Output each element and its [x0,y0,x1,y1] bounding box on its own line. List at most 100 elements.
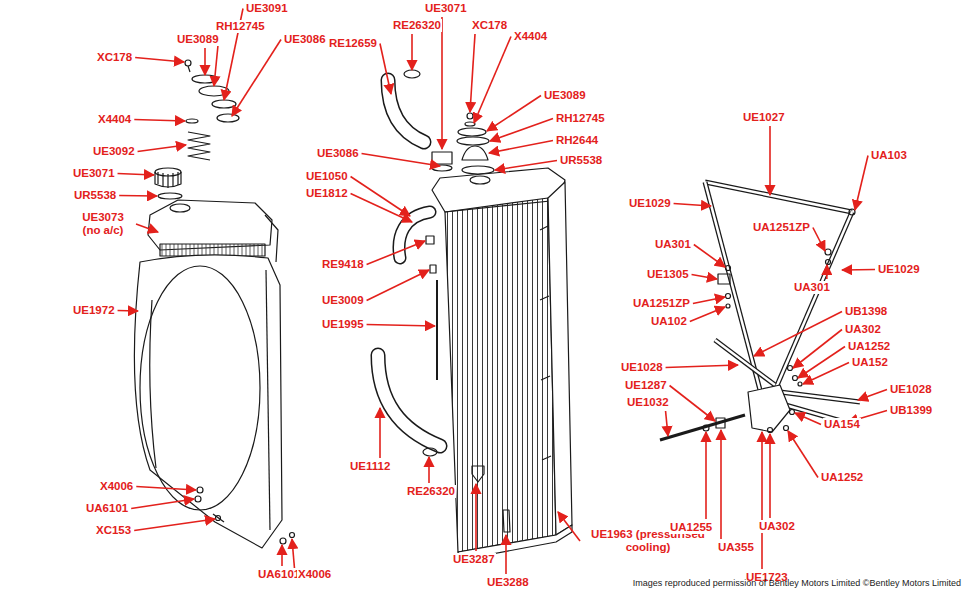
radiator-stays [705,182,760,390]
radiator-stays [726,294,731,299]
leader-arrow [134,519,215,531]
part-number: UA301 [654,238,692,251]
leader-arrow [495,161,557,171]
part-number: UA1251ZP [752,221,811,234]
radiator-stays [826,260,831,265]
leader-arrow [134,120,185,122]
part-number: UA302 [758,520,796,533]
leader-arrow [666,365,738,368]
leader-arrow [281,545,283,566]
leader-arrow [470,34,475,112]
radiator [430,265,436,273]
radiator-stays [849,209,855,215]
leader-arrow [793,330,842,369]
radiator-stays [825,249,831,255]
leader-arrow [693,297,725,304]
part-number: XC178 [96,51,133,64]
leader-arrow [367,325,435,327]
radiator-stays [748,385,790,432]
fan-shroud [213,514,224,522]
leader-arrow [118,310,138,312]
part-number: XC153 [95,524,132,537]
leader-arrow [855,156,868,211]
part-number: UB1399 [889,404,933,417]
radiator-stays [716,418,725,428]
radiator [378,355,440,446]
part-number: UE1112 [349,460,391,473]
leader-arrow [769,126,771,195]
leader-arrow [380,44,391,95]
leader-arrow [813,228,825,252]
part-number: UA6101 [257,568,301,581]
leader-arrow [803,363,849,385]
part-number: UA301 [793,281,831,294]
part-number: X4404 [513,30,548,43]
radiator [423,448,437,456]
radiator-stays [775,212,852,390]
fan-shroud [280,538,286,544]
header-tank-assembly [186,119,198,123]
part-number: RH2644 [555,134,599,147]
leader-arrow [119,195,157,197]
leader-arrow [674,204,711,207]
leader-arrow [362,154,440,167]
radiator-stays [715,340,775,385]
part-number: UE1287 [624,379,668,392]
part-number: UE3091 [245,2,289,15]
radiator [432,152,452,164]
leader-arrow [474,37,511,124]
part-number: RH12745 [555,112,606,125]
leader-arrow [136,487,196,491]
part-number: UA6101 [85,502,129,515]
radiator-stays [775,212,852,390]
leader-arrow [441,17,443,149]
part-number: UE1029 [877,263,921,276]
leader-arrow [351,194,412,223]
radiator-stays [660,182,860,440]
part-number: UR5538 [559,154,603,167]
leader-arrow [379,408,381,458]
leader-arrow [138,145,186,152]
radiator-stays [780,392,860,402]
leader-arrow [858,390,887,401]
radiator-stays [705,182,760,390]
radiator [467,113,473,119]
part-number: UE3287 [452,553,496,566]
radiator [388,80,424,142]
radiator [462,146,488,160]
part-number: UE1028 [620,361,664,374]
part-number: X4404 [97,113,132,126]
part-number: UA102 [650,315,688,328]
leader-arrow [769,434,771,518]
part-number: UE3071 [424,2,468,15]
radiator-stays [768,428,773,433]
header-tank-assembly [158,193,182,199]
part-number: UE3288 [486,576,530,589]
part-number: UA1255 [669,521,713,534]
leader-arrow [694,245,725,268]
part-number: UE3009 [321,294,365,307]
leader-arrow [558,512,580,541]
part-number: XC178 [471,19,508,32]
radiator-stays [788,366,793,371]
leader-arrow [705,432,707,519]
header-tank-assembly [148,60,278,262]
part-number: UA302 [844,323,882,336]
header-tank-assembly [148,200,272,250]
leader-arrow [692,275,717,280]
radiator [457,137,489,145]
radiator-stays [715,340,775,385]
credit-note: Images reproduced permission of Bentley … [632,578,962,588]
leader-arrow [670,386,715,422]
radiator [503,510,510,532]
part-number: UE1032 [626,396,670,409]
part-number: UR5538 [73,189,117,202]
header-tank-assembly [158,172,178,188]
part-number: UA1252 [847,340,891,353]
radiator [378,355,440,446]
leader-arrow [754,312,842,357]
leader-arrow [204,48,206,75]
part-number: UE3092 [92,145,136,158]
part-number: UE1028 [889,383,933,396]
